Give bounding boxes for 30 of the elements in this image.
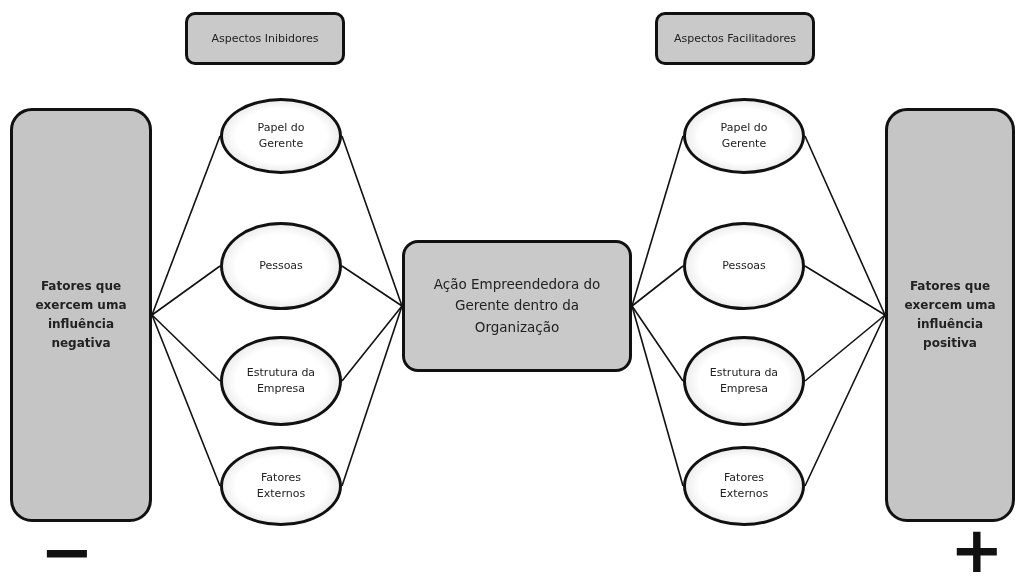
minus-sign: − (40, 520, 94, 582)
connector-line (341, 305, 403, 382)
factor-ellipse: Pessoas (220, 222, 342, 310)
connector-line (804, 265, 886, 316)
connector-line (341, 305, 403, 487)
connector-line (341, 265, 403, 307)
connector-line (631, 135, 684, 307)
factor-ellipse: Estrutura da Empresa (683, 336, 805, 426)
connector-line (804, 135, 886, 316)
connector-line (341, 135, 403, 307)
heading-box: Aspectos Facilitadores (655, 12, 815, 65)
connector-line (631, 305, 684, 382)
factor-ellipse: Fatores Externos (220, 446, 342, 526)
connector-line (151, 314, 221, 382)
connector-line (151, 265, 221, 316)
connector-line (631, 265, 684, 307)
factor-ellipse: Pessoas (683, 222, 805, 310)
connector-line (151, 314, 221, 487)
heading-box: Aspectos Inibidores (185, 12, 345, 65)
connector-line (804, 314, 886, 382)
influence-box: Fatores que exercem uma influência positiva (885, 108, 1015, 522)
influence-box: Fatores que exercem uma influência negativa (10, 108, 152, 522)
factor-ellipse: Fatores Externos (683, 446, 805, 526)
connector-line (151, 135, 221, 316)
connector-line (631, 305, 684, 487)
central-box: Ação Empreendedora do Gerente dentro da Organização (402, 240, 632, 372)
factor-ellipse: Papel do Gerente (220, 98, 342, 174)
factor-ellipse: Estrutura da Empresa (220, 336, 342, 426)
factor-ellipse: Papel do Gerente (683, 98, 805, 174)
connector-line (804, 314, 886, 487)
